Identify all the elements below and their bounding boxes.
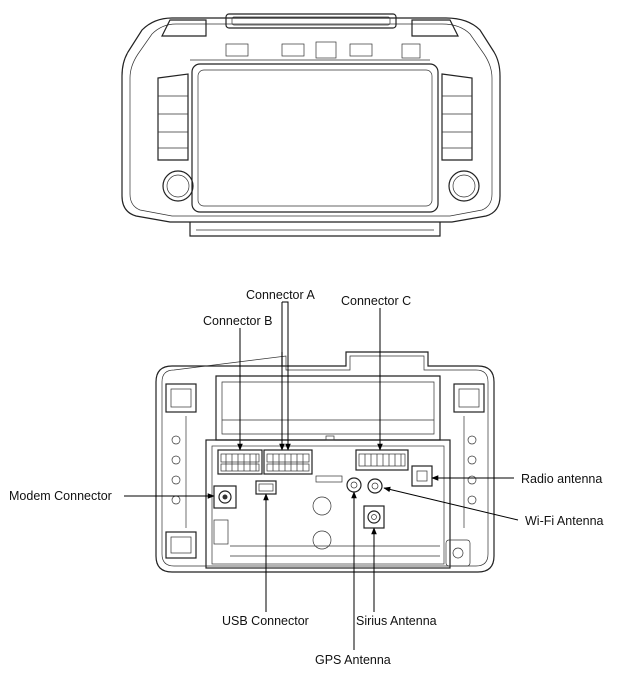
head-unit-rear-view [155, 351, 495, 573]
connector-c-part [355, 449, 409, 471]
connector-b-part [217, 449, 263, 475]
label-radio-antenna: Radio antenna [521, 472, 603, 486]
gps-antenna-part [346, 477, 362, 493]
label-connector-a: Connector A [246, 288, 315, 302]
label-connector-b: Connector B [203, 314, 273, 328]
modem-connector-part [213, 485, 237, 509]
head-unit-front-view [121, 13, 501, 237]
wifi-antenna-part [367, 478, 383, 494]
board-details [213, 435, 471, 567]
label-gps-antenna: GPS Antenna [315, 653, 391, 667]
leader-lines [124, 301, 519, 650]
label-modem-connector: Modem Connector [9, 489, 112, 503]
label-wifi-antenna: Wi-Fi Antenna [525, 514, 604, 528]
sirius-antenna-part [363, 505, 385, 529]
label-connector-c: Connector C [341, 294, 412, 308]
label-sirius-antenna: Sirius Antenna [356, 614, 437, 628]
connector-a-part [263, 449, 313, 475]
radio-antenna-part [411, 465, 433, 487]
usb-connector-part [255, 480, 277, 495]
label-usb-connector: USB Connector [222, 614, 309, 628]
